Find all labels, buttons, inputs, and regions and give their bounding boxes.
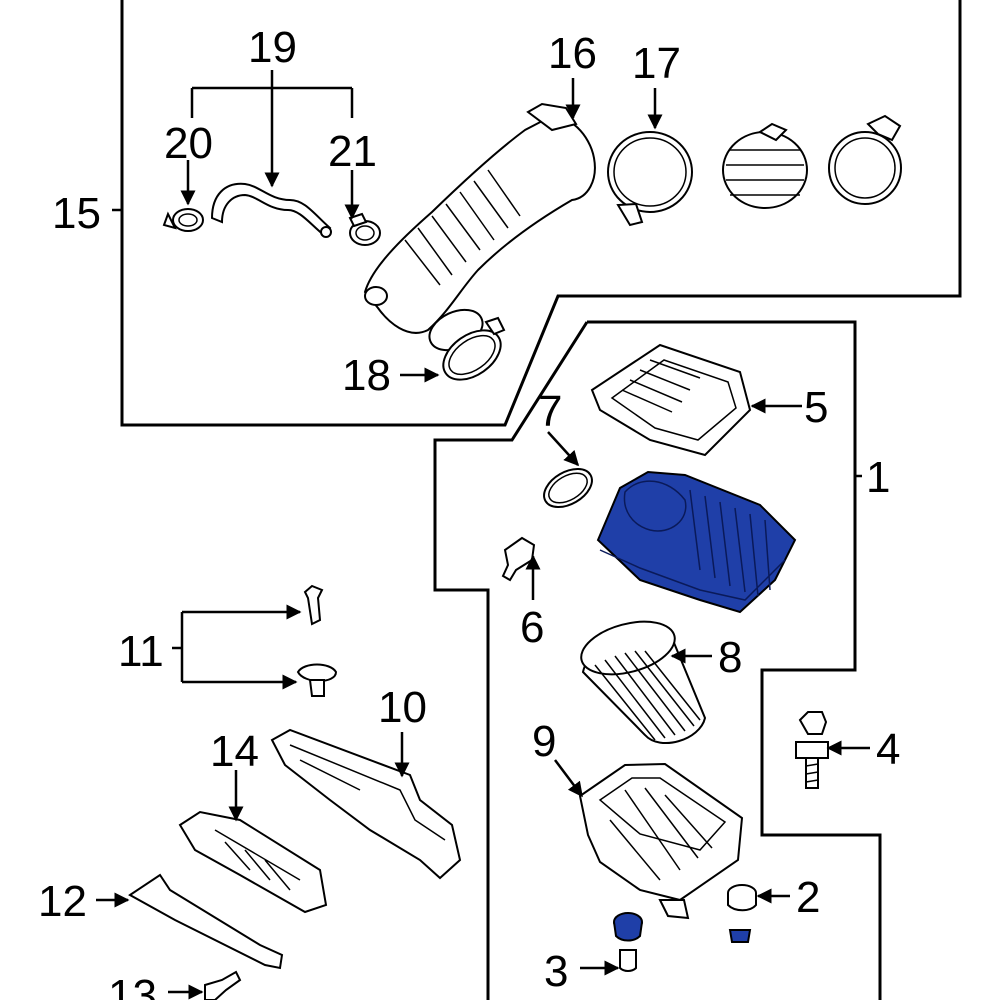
callout-3[interactable]: 3 bbox=[544, 947, 568, 996]
part-6-bracket[interactable] bbox=[501, 536, 536, 582]
callout-12[interactable]: 12 bbox=[38, 877, 87, 926]
part-2-grommet[interactable] bbox=[727, 884, 757, 943]
part-21-clamp[interactable] bbox=[348, 212, 381, 246]
callout-2[interactable]: 2 bbox=[796, 873, 820, 922]
part-13-bolt[interactable] bbox=[204, 970, 242, 1000]
callout-18[interactable]: 18 bbox=[342, 351, 391, 400]
callout-4[interactable]: 4 bbox=[876, 725, 900, 774]
group-1-outline bbox=[433, 320, 882, 1000]
callout-14[interactable]: 14 bbox=[210, 727, 259, 776]
part-10-duct[interactable] bbox=[270, 728, 462, 880]
part-9-lower-box[interactable] bbox=[578, 762, 744, 920]
part-14-bracket[interactable] bbox=[178, 810, 328, 914]
part-19-hose[interactable] bbox=[210, 182, 332, 238]
part-4-bolt[interactable] bbox=[795, 711, 829, 789]
part-12-deflector[interactable] bbox=[128, 873, 284, 970]
part-16-intake-duct[interactable] bbox=[363, 102, 596, 358]
part-11-pin[interactable] bbox=[296, 584, 338, 697]
part-5-cover[interactable] bbox=[590, 343, 752, 457]
callout-9[interactable]: 9 bbox=[532, 717, 556, 766]
part-18-seal[interactable] bbox=[434, 316, 509, 390]
part-8-filter[interactable] bbox=[575, 612, 707, 744]
callout-6[interactable]: 6 bbox=[520, 603, 544, 652]
callout-11[interactable]: 11 bbox=[118, 627, 164, 676]
callout-8[interactable]: 8 bbox=[718, 633, 742, 682]
callout-15[interactable]: 15 bbox=[52, 189, 101, 238]
callout-19[interactable]: 19 bbox=[248, 23, 297, 72]
callout-21[interactable]: 21 bbox=[328, 127, 377, 176]
callout-1[interactable]: 1 bbox=[866, 453, 890, 502]
leader-lines bbox=[96, 70, 870, 1000]
part-coupler[interactable] bbox=[722, 122, 808, 209]
callout-labels: 15 16 17 19 20 21 18 5 1 7 6 8 9 4 2 3 1… bbox=[38, 23, 900, 1000]
part-3-grommet[interactable] bbox=[613, 912, 643, 972]
part-clamp-right[interactable] bbox=[828, 114, 902, 205]
callout-17[interactable]: 17 bbox=[632, 39, 681, 88]
part-17-clamp[interactable] bbox=[607, 131, 693, 227]
part-7-oring[interactable] bbox=[537, 461, 598, 515]
group-15-outline bbox=[120, 0, 962, 427]
callout-20[interactable]: 20 bbox=[164, 119, 213, 168]
callout-16[interactable]: 16 bbox=[548, 29, 597, 78]
callout-5[interactable]: 5 bbox=[804, 383, 828, 432]
part-20-clamp[interactable] bbox=[162, 208, 204, 232]
callout-13[interactable]: 13 bbox=[108, 971, 157, 1000]
part-1-housing[interactable] bbox=[596, 470, 797, 614]
callout-7[interactable]: 7 bbox=[538, 387, 562, 436]
callout-10[interactable]: 10 bbox=[378, 683, 427, 732]
